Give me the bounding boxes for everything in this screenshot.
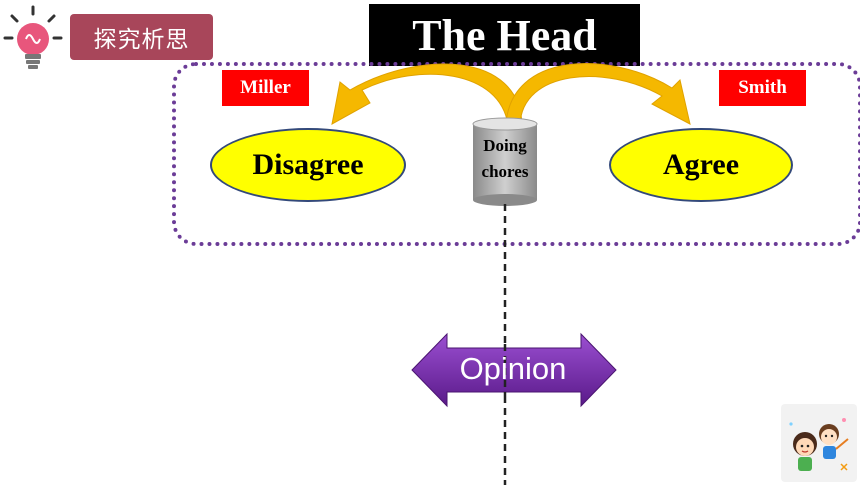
opinion-double-arrow — [411, 332, 617, 408]
disagree-ellipse: Disagree — [210, 128, 406, 202]
chores-label: Doing chores — [472, 133, 538, 193]
light-bulb-icon — [3, 5, 63, 69]
smith-tag: Smith — [719, 70, 806, 106]
chores-label-line2: chores — [481, 162, 529, 181]
disagree-label: Disagree — [252, 148, 364, 181]
opinion-label: Opinion — [459, 351, 567, 386]
viewpoint-frame — [172, 62, 860, 246]
kids-illustration — [781, 404, 857, 482]
chores-label-line1: Doing — [483, 136, 527, 155]
chores-cylinder — [472, 117, 538, 206]
agree-label: Agree — [662, 148, 740, 181]
section-label: 探究析思 — [70, 14, 213, 60]
agree-ellipse: Agree — [609, 128, 793, 202]
main-title: The Head — [369, 4, 640, 66]
miller-tag: Miller — [222, 70, 309, 106]
left-curved-arrow — [331, 63, 523, 126]
right-curved-arrow — [505, 63, 691, 126]
